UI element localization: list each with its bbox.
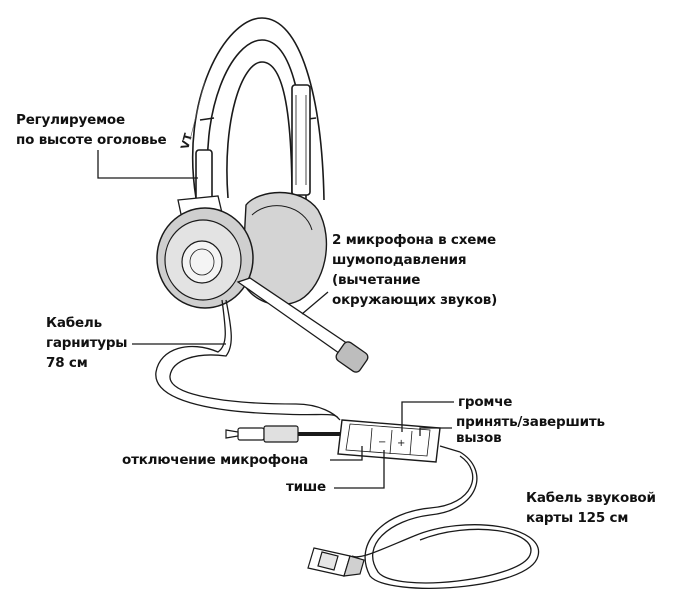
left-earcup-drawing [156, 195, 254, 309]
headband-drawing [191, 17, 325, 201]
answer-end-callout [419, 427, 452, 436]
volume-up-label: громче [458, 394, 513, 410]
mics-label: 2 микрофона в схеме шумоподавления (выче… [332, 232, 498, 308]
volume-down-label: тише [286, 479, 326, 495]
volume-down-callout [334, 450, 385, 489]
callout-lines [97, 150, 454, 489]
headset-cable-label: Кабель гарнитуры 78 см [46, 315, 128, 371]
mic-mute-callout [330, 446, 363, 461]
sound-card-cable-drawing [351, 451, 539, 589]
headband-label: Регулируемое по высоте оголовье [16, 112, 167, 148]
svg-text:+: + [397, 438, 405, 449]
svg-text:−: − [378, 437, 386, 448]
mic-boom-drawing [236, 277, 369, 373]
usb-plug-drawing [307, 547, 365, 577]
headband-callout [97, 150, 198, 179]
mic-mute-label: отключение микрофона [122, 452, 309, 468]
right-earcup-drawing [241, 191, 328, 306]
volume-up-callout [401, 401, 454, 432]
headset-cable-drawing [155, 299, 341, 421]
answer-end-label: принять/завершить вызов [456, 414, 605, 446]
sound-card-cable-label: Кабель звуковой карты 125 см [526, 490, 656, 526]
audio-jack-drawing [225, 425, 340, 443]
mics-callout [301, 291, 329, 315]
inline-remote-drawing: − + [337, 419, 461, 463]
